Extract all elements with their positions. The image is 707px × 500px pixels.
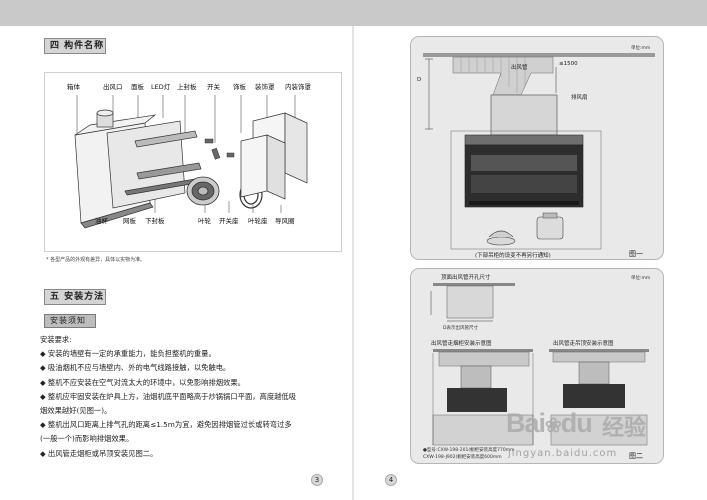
install-line: ◆ 吸油烟机不应与墙壁内、外的电气线路接触，以免触电。: [40, 363, 231, 373]
fig1-side-label: 排风扇: [571, 95, 588, 101]
label-led: LED灯: [151, 83, 171, 91]
page-number-right: 4: [385, 474, 397, 486]
install-line: (一般一个)而影响排烟效果。: [40, 434, 134, 444]
components-figure: 箱体 出风口 面板 LED灯 上封板 开关 饰板 装饰罩 内装饰罩 油杯 网板 …: [44, 72, 342, 252]
install-heading: 安装要求:: [40, 335, 72, 344]
label-casing: 箱体: [67, 83, 80, 91]
fig2-note-2: CXW-198-J902(橱柜安装高度600mm: [423, 455, 502, 460]
label-switch: 开关: [207, 83, 220, 91]
label-outlet: 出风口: [103, 83, 123, 91]
watermark-brand: Bai❀du: [506, 408, 593, 438]
page-number-left: 3: [311, 474, 323, 486]
fig2-right-title: 出风管走吊顶安装示意图: [553, 341, 614, 347]
label-impeller: 叶轮: [198, 217, 211, 225]
install-line: ◆ 整机不应安装在空气对流太大的环境中，以免影响排烟效果。: [40, 377, 245, 387]
fig1-caption: (下部吊柜的设变不再另行通知): [475, 253, 551, 259]
label-lower-seal: 下封板: [145, 217, 165, 225]
fig2-d-note: D表示出风管尺寸: [443, 326, 478, 331]
baidu-watermark: Bai❀du 经验 jingyan.baidu.com: [506, 400, 696, 490]
page-divider: [352, 26, 354, 500]
footnote: * 各型产品的外观有差异，具体以实物为准。: [46, 257, 146, 263]
install-line: ◆ 整机应牢固安装在炉具上方，油烟机底平面略高于炒锅锅口平面，高度越低吸: [40, 391, 297, 401]
label-duct-ring: 导风圈: [275, 217, 295, 225]
fig2-unit: 单位:mm: [631, 276, 651, 281]
label-mesh: 网板: [123, 217, 136, 225]
figure-2-panel: 单位:mm 顶面出风管开孔尺寸 D表示出风管尺寸 出风管走烟柜安装示意图 出风管…: [410, 268, 664, 464]
watermark-cn: 经验: [602, 416, 647, 441]
fig1-dim: ≤1500: [559, 61, 578, 67]
install-line: 烟效果越好(见图一)。: [40, 406, 112, 416]
install-requirements: 安装要求: ◆ 安装的墙壁有一定的承重能力，能负担整机的重量。 ◆ 吸油烟机不应…: [40, 333, 340, 461]
watermark-url: jingyan.baidu.com: [508, 448, 618, 459]
install-notice-title: 安装须知: [44, 314, 96, 328]
figure-1-panel: 单位:mm 出风管 ≤1500 排风扇 D (下部吊柜的设变不再另行通知) 图一: [410, 36, 664, 260]
fig1-label: 图一: [629, 250, 643, 258]
label-deco-cover: 装饰罩: [255, 83, 275, 91]
section-title-install: 五 安装方法: [44, 289, 106, 305]
fig2-label: 图二: [629, 452, 643, 460]
install-line: ◆ 安装的墙壁有一定的承重能力，能负担整机的重量。: [40, 349, 216, 359]
install-line: ◆ 出风管走烟柜或吊顶安装见图二。: [40, 448, 158, 458]
label-upper-seal: 上封板: [177, 83, 197, 91]
fig1-unit: 单位:mm: [631, 46, 651, 51]
label-inner-cover: 内装饰罩: [285, 83, 311, 91]
label-trim: 饰板: [233, 83, 246, 91]
fig2-left-title: 出风管走烟柜安装示意图: [431, 341, 492, 347]
fig2-note-1: ●型号:CXW-198-201(橱柜安装高度770mm: [423, 448, 515, 453]
label-oil-cup: 油杯: [95, 217, 108, 225]
label-panel: 面板: [131, 83, 144, 91]
label-impeller-shell: 叶轮座: [248, 217, 268, 225]
section-title-components: 四 构件名称: [44, 38, 106, 54]
fig1-duct-label: 出风管: [511, 65, 528, 71]
figure-1-diagram: [423, 53, 655, 250]
fig2-top-label: 顶面出风管开孔尺寸: [441, 275, 491, 281]
figure-2-diagram: [430, 283, 649, 446]
install-line: ◆ 整机出风口距离上排气孔的距离≤1.5m为宜，避免因排烟管过长或转弯过多: [40, 420, 292, 430]
fig1-d-label: D: [417, 77, 422, 83]
label-switch-seat: 开关座: [219, 217, 239, 225]
top-bar: [0, 0, 707, 26]
exploded-view-diagram: [74, 95, 308, 229]
